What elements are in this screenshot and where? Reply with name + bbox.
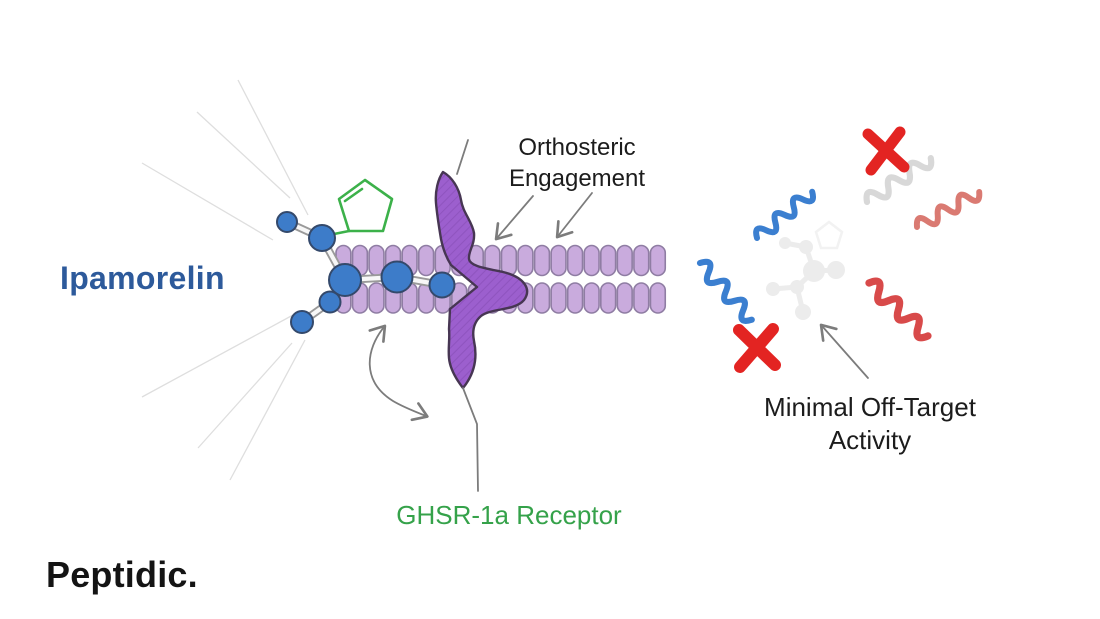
blue-squiggle-lower	[695, 258, 757, 324]
annotations	[368, 139, 869, 492]
ligand-label: Ipamorelin	[60, 260, 225, 296]
ligand-molecule	[276, 178, 456, 334]
offtarget-activity-label: Minimal Off-Target Activity	[718, 391, 1022, 457]
orthosteric-engagement-label: Orthosteric Engagement	[466, 132, 688, 194]
membrane-lipid-pill	[566, 244, 584, 277]
membrane-lipid-pill	[616, 244, 633, 277]
orthosteric-engagement-line1: Orthosteric	[518, 134, 636, 161]
membrane-lipid-pill	[533, 244, 551, 277]
membrane-lipid-pill	[583, 282, 600, 314]
membrane-lipid-pill	[649, 244, 667, 277]
orthosteric-arrow-1	[494, 195, 534, 241]
membrane-lipid-pill	[599, 282, 617, 314]
cross-icon-top	[862, 126, 910, 176]
receptor-top-leader-line	[456, 139, 469, 175]
membrane-lipid-pill	[633, 282, 650, 314]
ligand-atoms	[276, 211, 456, 334]
membrane-lipid-pill	[550, 282, 567, 314]
membrane-lipid-pill	[417, 244, 435, 277]
offtarget-activity-line1: Minimal Off-Target	[764, 392, 976, 422]
membrane-lipid-pill	[649, 282, 667, 314]
cell-membrane	[335, 244, 667, 314]
orthosteric-arrow-2	[555, 192, 593, 239]
membrane-lipid-pill	[550, 244, 567, 277]
receptor-bottom-leader-line	[462, 387, 479, 492]
cross-icon-bottom	[733, 323, 781, 373]
blue-squiggle-upper	[753, 187, 817, 243]
receptor-label: GHSR-1a Receptor	[396, 500, 622, 530]
cyclopentene-ring	[322, 178, 394, 238]
signaling-curved-arrow	[368, 324, 429, 422]
membrane-lipid-pill	[566, 282, 584, 314]
membrane-lipid-pill	[368, 282, 385, 314]
membrane-lipid-pill	[517, 244, 534, 277]
membrane-lipid-pill	[533, 282, 551, 314]
offtarget-arrow	[819, 323, 869, 379]
membrane-lipid-pill	[583, 244, 600, 277]
brand-logo: Peptidic.	[46, 554, 198, 595]
ghost-molecule	[766, 220, 845, 320]
radiating-lines	[141, 79, 309, 481]
offtarget-activity-line2: Activity	[828, 425, 912, 455]
membrane-lipid-pill	[599, 244, 617, 277]
membrane-lipid-pill	[633, 244, 650, 277]
red-squiggle	[864, 278, 933, 342]
salmon-squiggle	[914, 186, 983, 232]
orthosteric-engagement-line2: Engagement	[508, 165, 646, 192]
membrane-lipid-pill	[616, 282, 633, 314]
cross-icons	[733, 126, 910, 373]
